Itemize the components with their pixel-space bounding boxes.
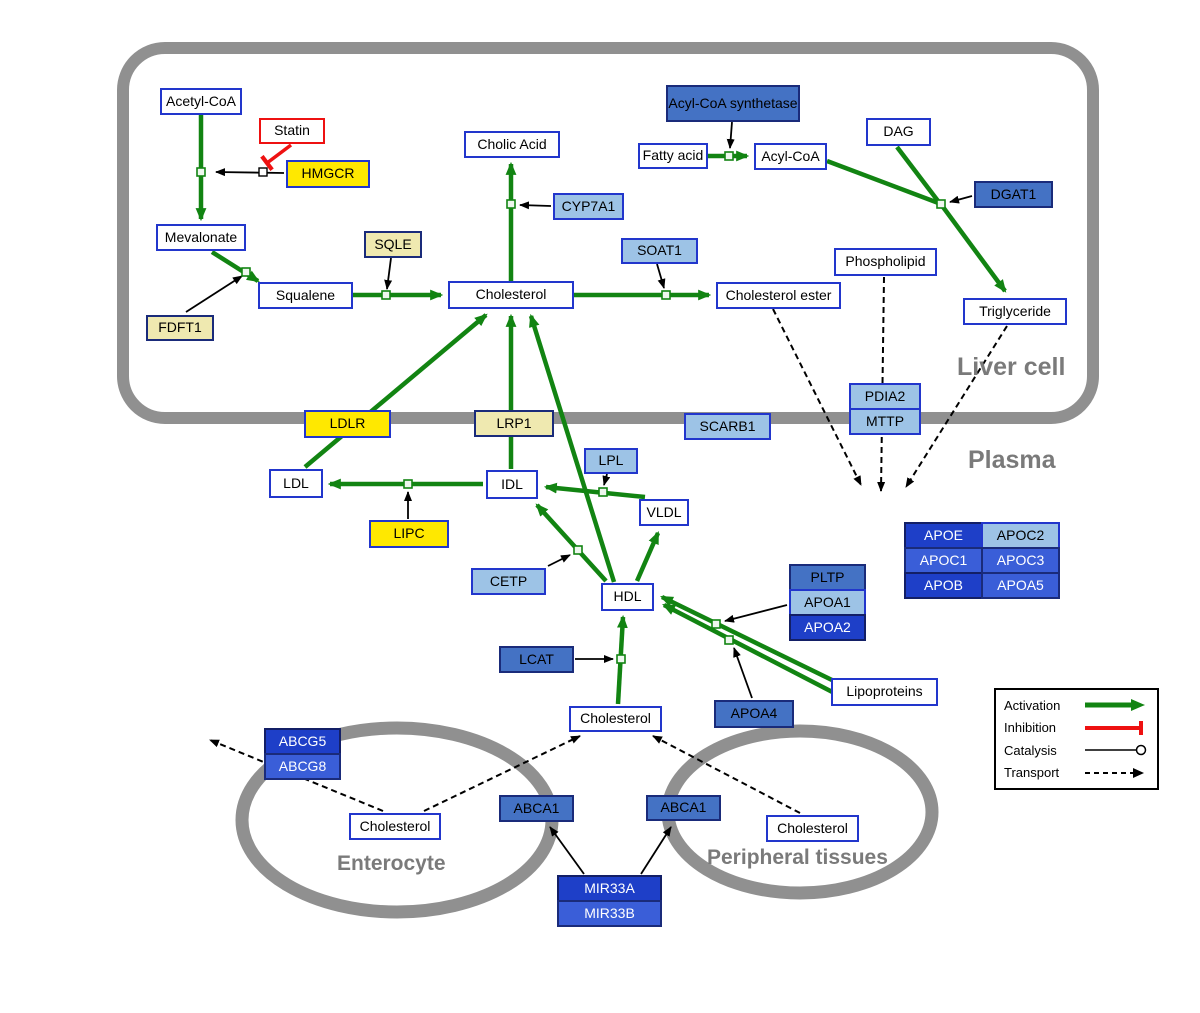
node-cholesterol-peripheral[interactable]: Cholesterol: [766, 815, 859, 842]
node-soat1[interactable]: SOAT1: [621, 238, 698, 264]
node-fdft1[interactable]: FDFT1: [146, 315, 214, 341]
node-abca1-right[interactable]: ABCA1: [646, 795, 721, 821]
node-apob[interactable]: APOB: [904, 572, 983, 599]
node-apoc1[interactable]: APOC1: [904, 547, 983, 574]
liver-cell-label: Liver cell: [957, 353, 1066, 381]
node-cyp7a1[interactable]: CYP7A1: [553, 193, 624, 220]
node-lrp1[interactable]: LRP1: [474, 410, 554, 437]
legend-inhibition-label: Inhibition: [1004, 720, 1057, 736]
node-triglyceride[interactable]: Triglyceride: [963, 298, 1067, 325]
catalysis-circle-icon: [1085, 745, 1147, 756]
node-apoa4[interactable]: APOA4: [714, 700, 794, 728]
node-pltp[interactable]: PLTP: [789, 564, 866, 591]
transport-edges: [209, 276, 1008, 814]
liver-cell-membrane: [117, 42, 1099, 424]
legend: Activation Inhibition Catalysis Transpor…: [994, 688, 1159, 790]
node-hmgcr[interactable]: HMGCR: [286, 160, 370, 188]
node-cholesterol-liver[interactable]: Cholesterol: [448, 281, 574, 309]
node-cholesterol-ester[interactable]: Cholesterol ester: [716, 282, 841, 309]
catalysis-edges: [185, 121, 973, 875]
node-acyl-coa-synthetase[interactable]: Acyl-CoA synthetase: [666, 85, 800, 122]
legend-row-inhibition: Inhibition: [1004, 718, 1149, 738]
node-lipc[interactable]: LIPC: [369, 520, 449, 548]
node-lcat[interactable]: LCAT: [499, 646, 574, 673]
node-abcg5[interactable]: ABCG5: [264, 728, 341, 755]
node-acetyl-coa[interactable]: Acetyl-CoA: [160, 88, 242, 115]
node-idl[interactable]: IDL: [486, 470, 538, 499]
node-acyl-coa[interactable]: Acyl-CoA: [754, 143, 827, 170]
activation-arrow-icon: [1085, 699, 1145, 712]
node-scarb1[interactable]: SCARB1: [684, 413, 771, 440]
node-lpl[interactable]: LPL: [584, 448, 638, 474]
node-cholesterol-plasma[interactable]: Cholesterol: [569, 706, 662, 732]
node-apoa5[interactable]: APOA5: [981, 572, 1060, 599]
legend-row-activation: Activation: [1004, 695, 1149, 715]
node-abca1-left[interactable]: ABCA1: [499, 795, 574, 822]
node-lipoproteins[interactable]: Lipoproteins: [831, 678, 938, 706]
node-cholic-acid[interactable]: Cholic Acid: [464, 131, 560, 158]
reaction-squares: [196, 151, 946, 664]
node-sqle[interactable]: SQLE: [364, 231, 422, 258]
node-ldlr[interactable]: LDLR: [304, 410, 391, 438]
node-squalene[interactable]: Squalene: [258, 282, 353, 309]
node-fatty-acid[interactable]: Fatty acid: [638, 143, 708, 169]
inhibition-edges: [260, 143, 293, 172]
node-statin[interactable]: Statin: [259, 118, 325, 144]
node-dag[interactable]: DAG: [866, 118, 931, 146]
node-ldl[interactable]: LDL: [269, 469, 323, 498]
node-apoa2[interactable]: APOA2: [789, 614, 866, 641]
node-apoe[interactable]: APOE: [904, 522, 983, 549]
legend-row-transport: Transport: [1004, 763, 1149, 783]
plasma-label: Plasma: [968, 446, 1056, 474]
node-dgat1[interactable]: DGAT1: [974, 181, 1053, 208]
inhibition-tbar-icon: [1085, 720, 1143, 735]
legend-activation-label: Activation: [1004, 697, 1061, 713]
legend-catalysis-label: Catalysis: [1004, 742, 1057, 758]
catalysis-node-square: [258, 167, 268, 177]
node-apoa1[interactable]: APOA1: [789, 589, 866, 616]
node-mir33a[interactable]: MIR33A: [557, 875, 662, 902]
transport-dashed-arrow-icon: [1085, 767, 1144, 778]
node-vldl[interactable]: VLDL: [639, 499, 689, 526]
node-pdia2[interactable]: PDIA2: [849, 383, 921, 410]
legend-row-catalysis: Catalysis: [1004, 740, 1149, 760]
enterocyte-label: Enterocyte: [337, 852, 446, 875]
node-phospholipid[interactable]: Phospholipid: [834, 248, 937, 276]
node-mttp[interactable]: MTTP: [849, 408, 921, 435]
node-abcg8[interactable]: ABCG8: [264, 753, 341, 780]
node-cetp[interactable]: CETP: [471, 568, 546, 595]
node-mir33b[interactable]: MIR33B: [557, 900, 662, 927]
node-hdl[interactable]: HDL: [601, 583, 654, 611]
node-apoc3[interactable]: APOC3: [981, 547, 1060, 574]
node-mevalonate[interactable]: Mevalonate: [156, 224, 246, 251]
node-apoc2[interactable]: APOC2: [981, 522, 1060, 549]
activation-edges: [195, 115, 1007, 705]
peripheral-tissues-label: Peripheral tissues: [707, 846, 888, 869]
node-cholesterol-enterocyte[interactable]: Cholesterol: [349, 813, 441, 840]
legend-transport-label: Transport: [1004, 765, 1060, 781]
